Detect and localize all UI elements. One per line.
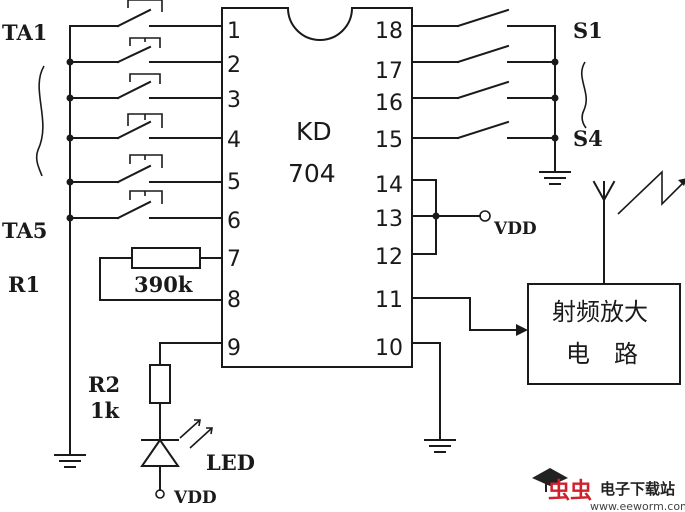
pin-9: 9: [227, 336, 241, 361]
switch-bank-s: [411, 8, 587, 185]
rf-block-line1: 射频放大: [552, 298, 648, 326]
pin-17: 17: [375, 59, 403, 84]
label-s1: S1: [573, 18, 603, 43]
label-ta5: TA5: [2, 218, 47, 243]
rf-block-line2: 电 路: [566, 340, 638, 368]
pin-1: 1: [227, 19, 241, 44]
pin-14: 14: [375, 173, 403, 198]
watermark-name: 电子下载站: [600, 480, 675, 498]
rf-amplifier-block: 射频放大 电 路: [411, 170, 685, 385]
label-r2: R2: [88, 372, 120, 397]
label-vdd-top: VDD: [493, 219, 537, 239]
label-r2-value: 1k: [90, 398, 120, 423]
pin-18: 18: [375, 19, 403, 44]
pin-12: 12: [375, 245, 403, 270]
pin-7: 7: [227, 247, 241, 272]
ic-number: 704: [288, 159, 336, 188]
pin-3: 3: [227, 88, 241, 113]
pin-13: 13: [375, 207, 403, 232]
pin-15: 15: [375, 128, 403, 153]
pin-8: 8: [227, 288, 241, 313]
label-r1: R1: [8, 272, 40, 297]
pin-5: 5: [227, 170, 241, 195]
label-led: LED: [206, 450, 255, 475]
pin-numbers-left: 1 2 3 4 5 6 7 8 9: [227, 19, 241, 361]
pin-6: 6: [227, 209, 241, 234]
watermark-logo: 虫虫 电子下载站 www.eeworm.com: [532, 468, 685, 512]
ic-kd704: KD 704: [221, 7, 413, 368]
vdd-connection: [411, 179, 491, 255]
label-r1-value: 390k: [134, 272, 193, 297]
pin10-ground: [411, 342, 456, 453]
led-branch: [140, 342, 223, 499]
watermark-url: www.eeworm.com: [590, 500, 685, 512]
label-vdd-bottom: VDD: [173, 488, 217, 508]
ic-name: KD: [296, 117, 332, 146]
pin-2: 2: [227, 53, 241, 78]
pin-numbers-right: 18 17 16 15 14 13 12 11 10: [375, 19, 403, 361]
pin-11: 11: [375, 288, 403, 313]
resistor-r1: 390k: [99, 247, 223, 301]
pin-4: 4: [227, 128, 241, 153]
label-ta1: TA1: [2, 20, 47, 45]
label-s4: S4: [573, 126, 603, 151]
pin-16: 16: [375, 91, 403, 116]
key-switch-bank: [35, 0, 223, 468]
pin-10: 10: [375, 336, 403, 361]
watermark-brand: 虫虫: [548, 478, 592, 504]
